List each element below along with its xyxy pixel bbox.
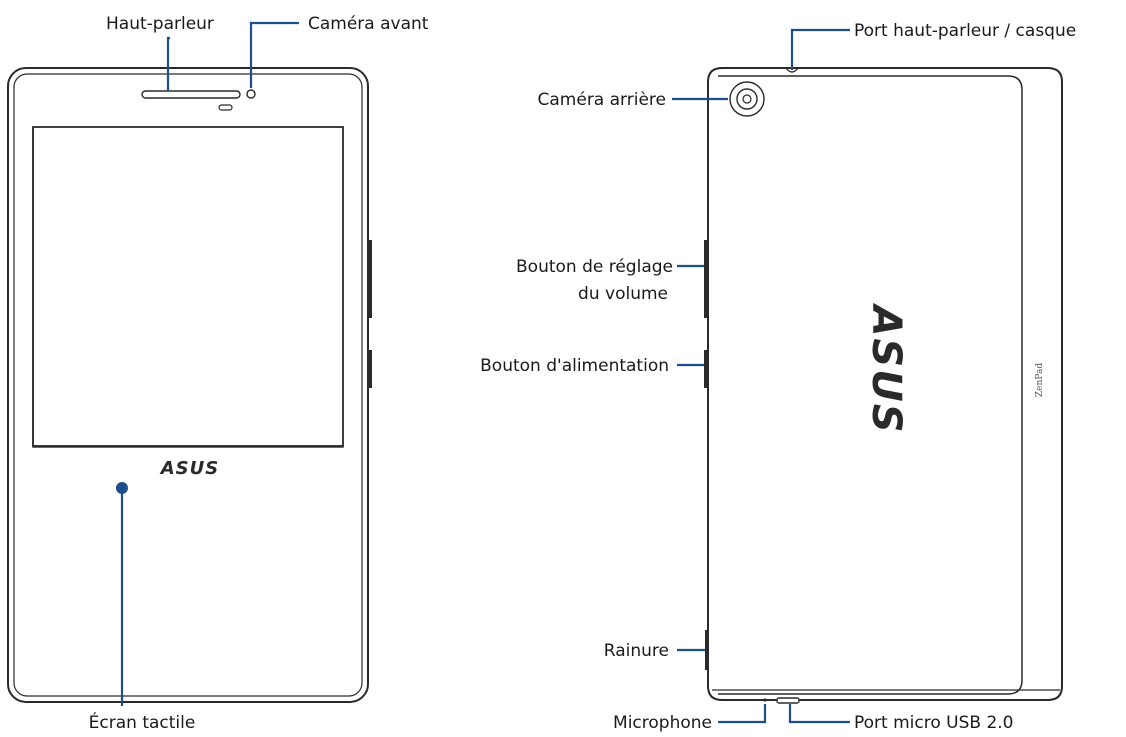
back-brand-text: ZenPad xyxy=(1035,363,1045,397)
back-logo: ASUS xyxy=(863,302,909,434)
touchscreen-label: Écran tactile xyxy=(89,711,196,733)
back-inner-panel xyxy=(718,75,1023,695)
front-camera-icon xyxy=(246,89,256,99)
audio-jack-icon xyxy=(785,67,799,73)
usb-label: Port micro USB 2.0 xyxy=(854,713,1014,733)
front-screen xyxy=(32,126,344,448)
back-volume-button-icon xyxy=(704,240,708,318)
microphone-leader-line xyxy=(718,704,767,724)
back-body xyxy=(707,67,1063,701)
rear-camera-label: Caméra arrière xyxy=(538,90,666,110)
groove-label: Rainure xyxy=(604,641,669,661)
front-volume-button-icon xyxy=(368,240,372,318)
front-screen-frame xyxy=(32,126,344,447)
front-bezel xyxy=(13,73,363,697)
back-view: ASUS ZenPad xyxy=(672,28,1063,724)
power-label: Bouton d'alimentation xyxy=(480,356,669,376)
front-body xyxy=(7,67,369,703)
front-logo: ASUS xyxy=(159,458,219,479)
front-camera-label: Caméra avant xyxy=(308,14,429,34)
volume-label-line1: Bouton de réglage xyxy=(516,257,673,277)
front-screen-full xyxy=(32,126,344,447)
speaker-leader-line xyxy=(166,36,170,91)
speaker-label: Haut-parleur xyxy=(106,14,214,34)
usb-port-icon xyxy=(776,697,800,704)
rear-camera-lens-icon xyxy=(742,94,752,104)
front-power-button-icon xyxy=(368,350,372,388)
front-sensor-icon xyxy=(218,104,233,111)
microphone-label: Microphone xyxy=(613,713,712,733)
audio-port-leader-line xyxy=(790,28,850,70)
front-camera-leader-line xyxy=(249,21,299,88)
touch-point-icon xyxy=(116,482,128,494)
front-view: ASUS xyxy=(7,21,372,706)
front-speaker-grille xyxy=(141,90,241,99)
microphone-icon xyxy=(763,698,767,702)
usb-leader-line xyxy=(788,704,850,724)
audio-port-label: Port haut-parleur / casque xyxy=(854,21,1076,41)
front-screen-lower xyxy=(33,127,343,446)
back-power-button-icon xyxy=(704,350,708,388)
volume-label-line2: du volume xyxy=(578,284,668,304)
groove-icon xyxy=(705,630,708,670)
